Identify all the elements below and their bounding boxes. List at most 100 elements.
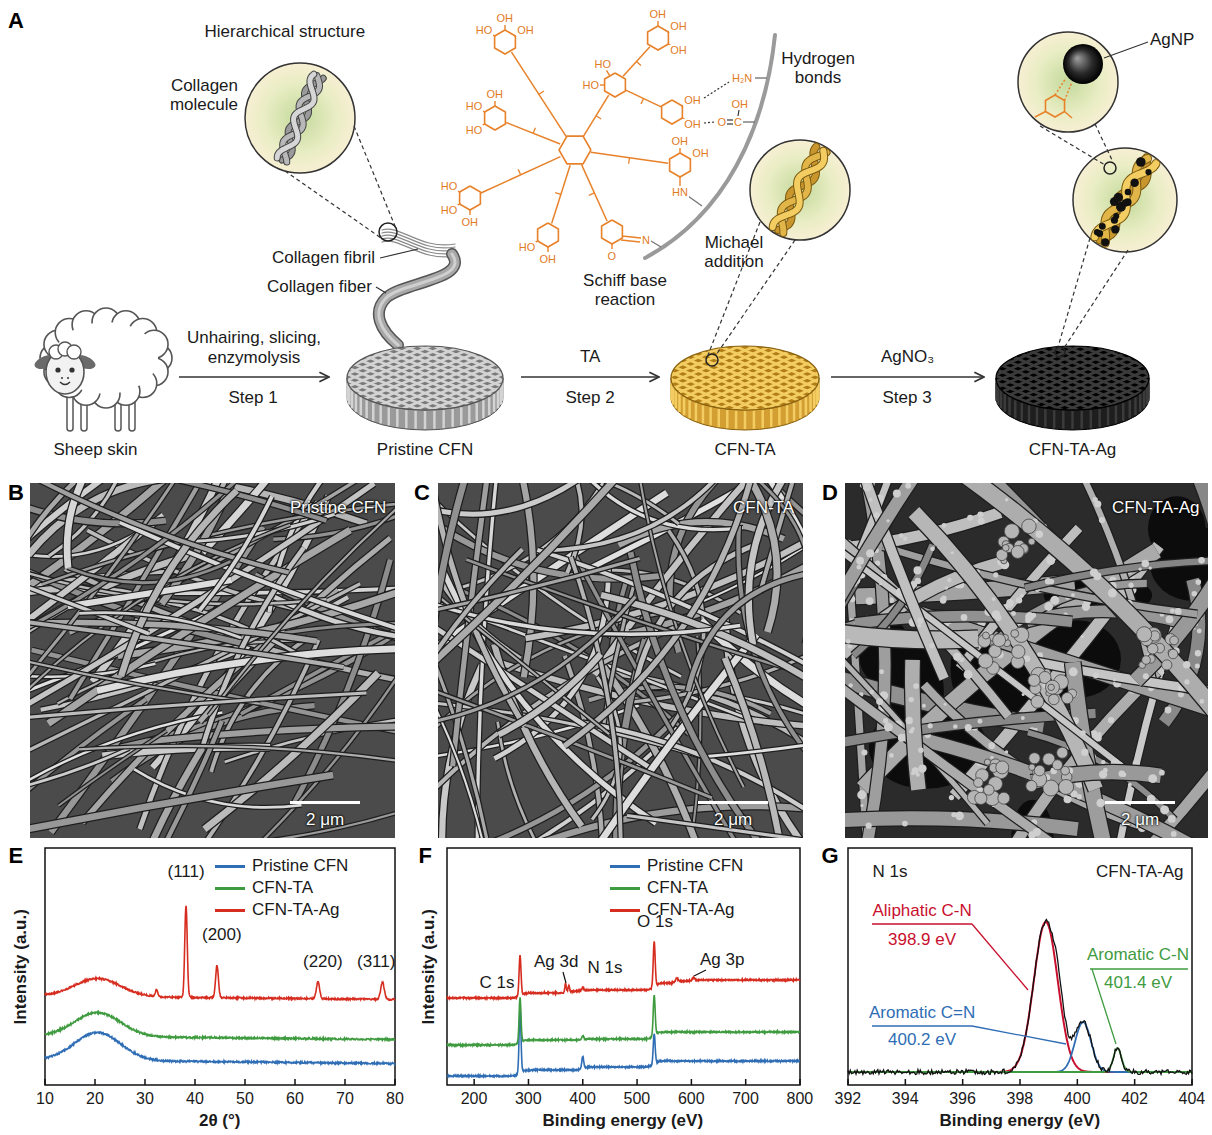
tick-label: 404 [1179, 1090, 1206, 1108]
tick-label: 20 [86, 1090, 104, 1108]
line-shape [388, 407, 391, 425]
line-shape [770, 409, 773, 427]
circle-shape [902, 821, 908, 827]
line-shape [990, 375, 1079, 443]
line-shape [335, 374, 435, 442]
magnifier-circle [245, 63, 355, 173]
path-shape [438, 665, 500, 838]
path-shape [438, 483, 609, 734]
circle-shape [1005, 750, 1008, 753]
circle-shape [1028, 674, 1040, 686]
path-shape [688, 572, 803, 691]
path-shape [30, 748, 129, 804]
circle-shape [1148, 774, 1157, 783]
legend-swatch [610, 909, 640, 912]
circle-shape [870, 690, 874, 694]
sheep-illustration: Sheep skin [18, 300, 173, 462]
circle-shape [1005, 498, 1009, 502]
line-shape [368, 355, 515, 423]
circle-shape [1128, 783, 1132, 787]
circle-shape [899, 533, 904, 538]
line-shape [400, 368, 515, 436]
path-shape [485, 106, 506, 130]
line-shape [1021, 403, 1024, 421]
line-shape [665, 371, 762, 439]
circle-shape [1195, 579, 1201, 585]
path-shape [845, 483, 1007, 622]
sem-micrograph [845, 483, 1208, 838]
label-holder: E [9, 843, 24, 868]
line-shape [611, 243, 612, 249]
chemical-group: OH [691, 148, 710, 159]
line-shape [872, 923, 972, 924]
line-shape [497, 390, 500, 408]
label-holder: OH [539, 254, 558, 265]
path-shape [845, 483, 1007, 622]
circle-shape [1082, 603, 1090, 611]
label-holder: Step 3 [883, 388, 932, 408]
panel-letter: D [822, 480, 838, 505]
label-holder: Binding energy (eV) [543, 1111, 704, 1131]
path-shape [30, 693, 366, 723]
zoom-circle [1104, 162, 1116, 174]
g-shape [335, 310, 515, 446]
label-holder: 20 [86, 1090, 104, 1108]
circle-shape [965, 724, 972, 731]
chemical-group: HO [594, 59, 613, 70]
g-shape [33, 308, 172, 431]
rect-shape [845, 483, 1208, 838]
text-label: Aliphatic C-N [873, 901, 972, 921]
line-shape [294, 1079, 296, 1085]
circle-shape [1136, 157, 1146, 167]
path-shape [209, 483, 395, 715]
line-shape [847, 1079, 849, 1085]
node-title: Pristine CFN [377, 440, 473, 460]
line-shape [194, 1079, 196, 1085]
path-shape [438, 597, 635, 731]
label-holder: Ag 3d [534, 952, 578, 972]
line-shape [442, 410, 445, 428]
label-holder: 400 [569, 1090, 596, 1108]
circle-shape [913, 683, 919, 689]
circle-shape [906, 717, 913, 724]
circle-shape [1166, 615, 1174, 623]
text-label: (200) [202, 925, 242, 945]
path-shape [30, 693, 366, 723]
text-label: C 1s [480, 973, 515, 993]
circle-shape [1022, 519, 1037, 534]
line-shape [1028, 405, 1031, 423]
label-holder: 398.9 eV [888, 930, 956, 950]
circle-shape [1044, 602, 1053, 611]
circle-shape [1101, 760, 1105, 764]
circle-shape [1022, 693, 1025, 696]
line-shape [376, 358, 515, 426]
label-holder: 2 μm [1121, 810, 1159, 830]
path-shape [30, 630, 260, 704]
line-shape [335, 348, 497, 416]
circle-shape [1162, 660, 1172, 670]
line-shape [528, 1079, 530, 1085]
rect-shape [67, 395, 73, 431]
line-shape [675, 390, 678, 408]
circle-shape [951, 812, 956, 817]
g-shape [1094, 157, 1156, 246]
label-holder: CFN-TA [733, 498, 794, 518]
legend-swatch [215, 887, 245, 890]
circle-shape [1057, 747, 1068, 758]
path-shape [648, 26, 669, 50]
line-shape [753, 411, 756, 429]
line-shape [414, 411, 417, 429]
path-shape [438, 597, 635, 731]
data-curve [848, 922, 1192, 1072]
line-shape [743, 121, 755, 122]
line-shape [475, 403, 478, 421]
line-shape [512, 52, 567, 137]
path-shape [773, 151, 824, 227]
line-shape [337, 342, 502, 410]
line-shape [786, 405, 789, 423]
circle-shape [1034, 765, 1045, 776]
panel-letter: B [8, 480, 24, 505]
circle-shape [918, 624, 922, 628]
circle-shape [1011, 546, 1024, 559]
chemical-group: H₂N [731, 73, 753, 84]
